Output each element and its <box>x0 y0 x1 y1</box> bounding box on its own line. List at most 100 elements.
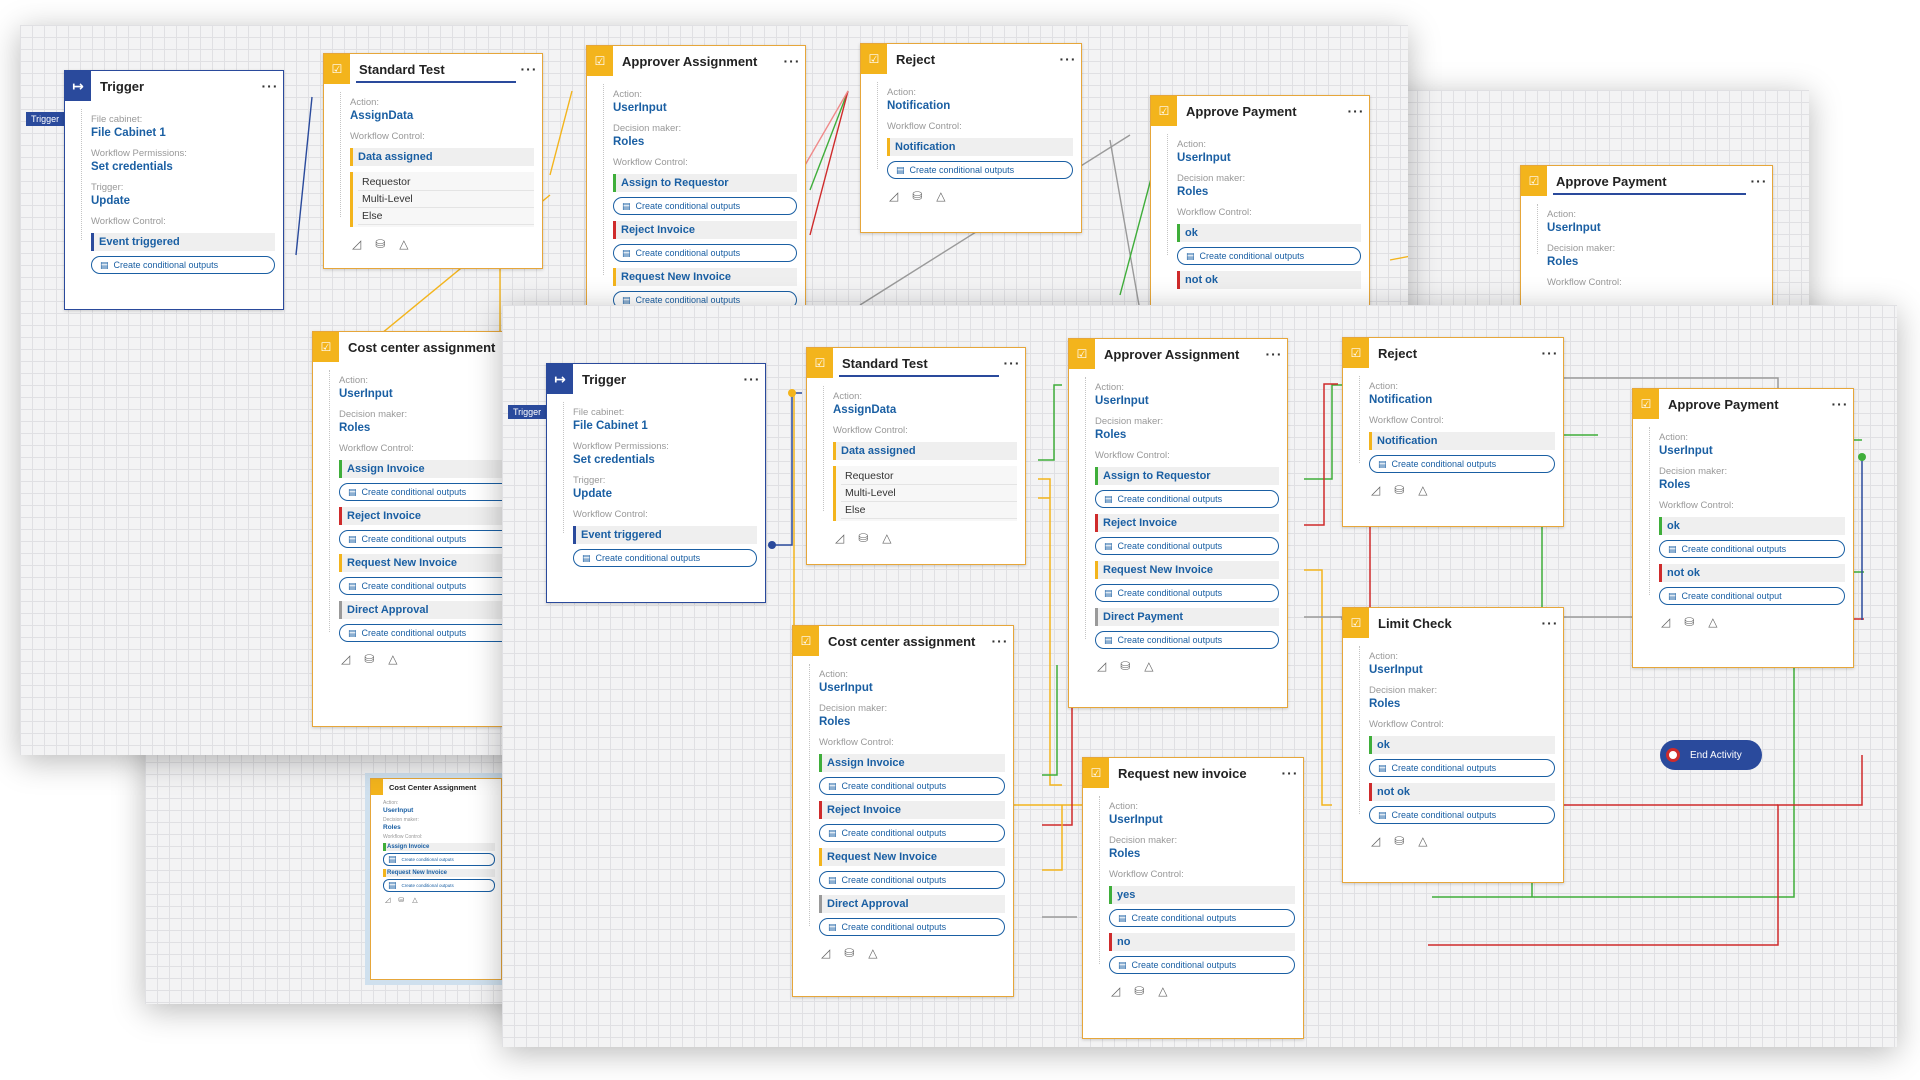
action-value[interactable]: UserInput <box>1109 814 1163 826</box>
create-conditional-outputs-button[interactable]: ▤Create conditional outputs <box>339 624 523 642</box>
decision-value[interactable]: Roles <box>339 422 371 434</box>
node-approve-payment-middle[interactable]: ☑ Approve Payment ··· Action: UserInput … <box>1150 95 1370 315</box>
option-item[interactable]: Else <box>841 502 1017 519</box>
more-menu-icon[interactable]: ··· <box>1541 345 1559 361</box>
option-item[interactable]: Multi-Level <box>358 191 534 208</box>
create-conditional-outputs-button[interactable]: ▤Create conditional outputs <box>1095 631 1279 649</box>
control-assign-to-requestor[interactable]: Assign to Requestor <box>613 174 797 192</box>
action-value[interactable]: UserInput <box>1547 222 1601 234</box>
control-direct-approval[interactable]: Direct Approval <box>819 895 1005 913</box>
create-conditional-outputs-button[interactable]: ▤Create conditional outputs <box>819 824 1005 842</box>
action-value[interactable]: UserInput <box>383 807 414 814</box>
action-value[interactable]: UserInput <box>819 682 873 694</box>
action-value[interactable]: UserInput <box>613 102 667 114</box>
control-not-ok[interactable]: not ok <box>1659 564 1845 582</box>
control-notification[interactable]: Notification <box>887 138 1073 156</box>
node-reject[interactable]: ☑ Reject ··· Action: Notification Workfl… <box>1342 337 1564 527</box>
edit-icon[interactable]: ◿ <box>1111 984 1121 998</box>
node-request-new-invoice[interactable]: ☑ Request new invoice ··· Action: UserIn… <box>1082 757 1304 1039</box>
create-conditional-outputs-button[interactable]: ▤Create conditional outputs <box>1095 490 1279 508</box>
control-assign-invoice[interactable]: Assign Invoice <box>383 843 495 851</box>
create-conditional-outputs-button[interactable]: ▤Create conditional outputs <box>1659 540 1845 558</box>
node-approve-payment-back[interactable]: ☑ Approve Payment ··· Action: UserInput … <box>1520 165 1773 325</box>
node-trigger[interactable]: ↦ Trigger ··· File cabinet: File Cabinet… <box>546 363 766 603</box>
control-ok[interactable]: ok <box>1177 224 1361 242</box>
option-item[interactable]: Requestor <box>841 468 1017 485</box>
create-conditional-outputs-button[interactable]: ▤Create conditional outputs <box>383 879 495 892</box>
create-conditional-outputs-button[interactable]: ▤Create conditional outputs <box>1369 806 1555 824</box>
create-conditional-outputs-button[interactable]: ▤Create conditional outputs <box>91 256 275 274</box>
trigger-value[interactable]: Update <box>573 488 612 500</box>
action-value[interactable]: AssignData <box>350 110 414 122</box>
edit-icon[interactable]: ◿ <box>1097 659 1107 673</box>
warning-icon[interactable]: △ <box>868 946 878 960</box>
control-assign-to-requestor[interactable]: Assign to Requestor <box>1095 467 1279 485</box>
option-item[interactable]: Multi-Level <box>841 485 1017 502</box>
edit-icon[interactable]: ◿ <box>1371 834 1381 848</box>
warning-icon[interactable]: △ <box>1144 659 1154 673</box>
control-reject-invoice[interactable]: Reject Invoice <box>1095 514 1279 532</box>
stamp-icon[interactable]: ⛁ <box>1684 615 1695 629</box>
mini-node-cost-center[interactable]: Cost Center Assignment Action: UserInput… <box>370 778 502 980</box>
control-assign-invoice[interactable]: Assign Invoice <box>819 754 1005 772</box>
create-conditional-outputs-button[interactable]: ▤Create conditional outputs <box>1109 956 1295 974</box>
warning-icon[interactable]: △ <box>399 237 409 251</box>
decision-value[interactable]: Roles <box>383 824 401 831</box>
stamp-icon[interactable]: ⛁ <box>1394 483 1405 497</box>
action-value[interactable]: UserInput <box>1177 152 1231 164</box>
stamp-icon[interactable]: ⛁ <box>1120 659 1131 673</box>
option-item[interactable]: Else <box>358 208 534 225</box>
more-menu-icon[interactable]: ··· <box>1281 765 1299 781</box>
decision-value[interactable]: Roles <box>1109 848 1141 860</box>
control-request-new-invoice[interactable]: Request New Invoice <box>339 554 523 572</box>
control-request-new-invoice[interactable]: Request New Invoice <box>819 848 1005 866</box>
control-direct-approval[interactable]: Direct Approval <box>339 601 523 619</box>
stamp-icon[interactable]: ⛁ <box>844 946 855 960</box>
create-conditional-outputs-button[interactable]: ▤Create conditional outputs <box>383 853 495 866</box>
control-data-assigned[interactable]: Data assigned <box>350 148 534 166</box>
decision-value[interactable]: Roles <box>1095 429 1127 441</box>
create-conditional-outputs-button[interactable]: ▤Create conditional outputs <box>1095 537 1279 555</box>
control-reject-invoice[interactable]: Reject Invoice <box>819 801 1005 819</box>
create-conditional-outputs-button[interactable]: ▤Create conditional outputs <box>1369 759 1555 777</box>
action-value[interactable]: Notification <box>1369 394 1433 406</box>
node-limit-check[interactable]: ☑ Limit Check ··· Action: UserInput Deci… <box>1342 607 1564 883</box>
node-cost-center[interactable]: ☑ Cost center assignment ··· Action: Use… <box>792 625 1014 997</box>
option-item[interactable]: Requestor <box>358 174 534 191</box>
control-direct-payment[interactable]: Direct Payment <box>1095 608 1279 626</box>
decision-value[interactable]: Roles <box>1659 479 1691 491</box>
more-menu-icon[interactable]: ··· <box>1003 355 1021 371</box>
warning-icon[interactable]: △ <box>1708 615 1718 629</box>
warning-icon[interactable]: △ <box>1158 984 1168 998</box>
more-menu-icon[interactable]: ··· <box>1265 346 1283 362</box>
stamp-icon[interactable]: ⛁ <box>398 897 405 904</box>
create-conditional-outputs-button[interactable]: ▤Create conditional outputs <box>887 161 1073 179</box>
edit-icon[interactable]: ◿ <box>889 189 899 203</box>
stamp-icon[interactable]: ⛁ <box>912 189 923 203</box>
control-notification[interactable]: Notification <box>1369 432 1555 450</box>
more-menu-icon[interactable]: ··· <box>783 53 801 69</box>
create-conditional-outputs-button[interactable]: ▤Create conditional outputs <box>613 197 797 215</box>
more-menu-icon[interactable]: ··· <box>261 78 279 94</box>
more-menu-icon[interactable]: ··· <box>1831 396 1849 412</box>
more-menu-icon[interactable]: ··· <box>991 633 1009 649</box>
end-activity-node[interactable]: End Activity <box>1660 740 1762 770</box>
stamp-icon[interactable]: ⛁ <box>1394 834 1405 848</box>
node-approver-assignment-middle[interactable]: ☑ Approver Assignment ··· Action: UserIn… <box>586 45 806 345</box>
node-standard-test-middle[interactable]: ☑ Standard Test ··· Action: AssignData W… <box>323 53 543 269</box>
node-standard-test[interactable]: ☑ Standard Test ··· Action: AssignData W… <box>806 347 1026 565</box>
create-conditional-outputs-button[interactable]: ▤Create conditional outputs <box>1095 584 1279 602</box>
trigger-value[interactable]: Update <box>91 195 130 207</box>
control-request-new-invoice[interactable]: Request New Invoice <box>383 869 495 877</box>
create-conditional-outputs-button[interactable]: ▤Create conditional outputs <box>339 483 523 501</box>
file-cabinet-value[interactable]: File Cabinet 1 <box>573 420 648 432</box>
control-not-ok[interactable]: not ok <box>1369 783 1555 801</box>
stamp-icon[interactable]: ⛁ <box>858 531 869 545</box>
control-reject-invoice[interactable]: Reject Invoice <box>613 221 797 239</box>
create-conditional-outputs-button[interactable]: ▤Create conditional outputs <box>1369 455 1555 473</box>
action-value[interactable]: UserInput <box>1095 395 1149 407</box>
create-conditional-outputs-button[interactable]: ▤Create conditional outputs <box>1109 909 1295 927</box>
create-conditional-outputs-button[interactable]: ▤Create conditional outputs <box>819 871 1005 889</box>
action-value[interactable]: UserInput <box>1659 445 1713 457</box>
action-value[interactable]: AssignData <box>833 404 897 416</box>
